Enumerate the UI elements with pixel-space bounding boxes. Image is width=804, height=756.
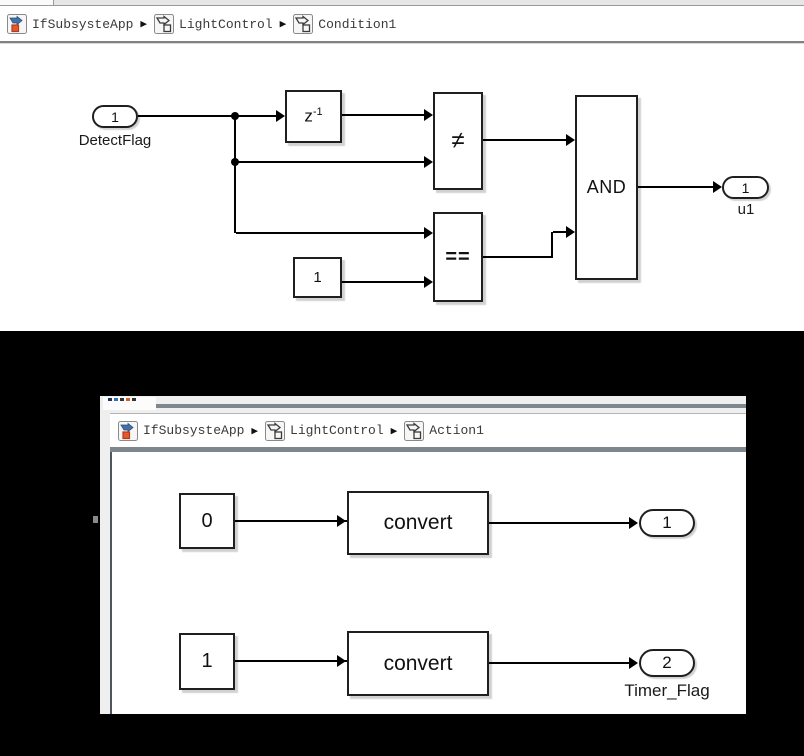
signal-wire[interactable] [234,116,236,162]
wire-arrowhead-icon [566,134,575,146]
data-type-conversion-block[interactable]: convert [347,631,489,696]
signal-wire[interactable] [236,161,424,163]
wire-arrowhead-icon [713,181,722,193]
wire-arrowhead-icon [566,226,575,238]
breadcrumb: IfSubsysteApp ▶ LightControl ▶ Action1 [110,413,746,447]
signal-wire[interactable] [483,256,553,258]
breadcrumb-item-label: IfSubsysteApp [143,423,245,438]
outport-block[interactable]: 1 [639,509,695,537]
active-tab-sliver[interactable] [0,0,54,5]
wire-arrowhead-icon [424,109,433,121]
action1-canvas: 0 convert 1 1 convert 2 [110,452,746,714]
outport-number: 1 [741,179,750,196]
breadcrumb-item-ifsubsysteapp[interactable]: IfSubsysteApp [118,420,245,441]
outport-number: 1 [662,513,672,532]
outport-label: u1 [737,201,755,218]
tab-glyph-fragment [114,398,118,401]
condition1-subsystem-view: IfSubsysteApp ▶ LightControl ▶ Condition… [0,0,804,331]
subsystem-icon [293,14,314,34]
signal-wire[interactable] [553,231,566,233]
inport-block[interactable]: 1 [92,105,138,128]
convert-label: convert [383,651,453,675]
breadcrumb-item-lightcontrol[interactable]: LightControl [265,420,384,441]
subsystem-icon [265,420,286,441]
wire-arrowhead-icon [629,657,638,669]
wire-arrowhead-icon [276,110,285,122]
breadcrumb-item-label: IfSubsysteApp [32,16,134,32]
signal-wire[interactable] [236,232,424,234]
inport-label: DetectFlag [78,132,152,149]
action1-window: IfSubsysteApp ▶ LightControl ▶ Action1 [93,396,746,714]
pane-border [156,404,746,408]
tab-glyph-fragment [126,398,130,401]
tab-glyph-fragment [108,398,112,401]
signal-wire[interactable] [138,115,277,117]
unit-delay-block[interactable]: z-1 [285,90,342,143]
data-type-conversion-block[interactable]: convert [347,491,489,555]
equal-block[interactable]: == [433,212,483,302]
not-equal-block[interactable]: ≠ [433,92,483,190]
screen-artifact [93,516,98,523]
breadcrumb-item-label: Condition1 [318,16,397,32]
model-icon [118,420,138,441]
and-label: AND [586,177,627,197]
wire-arrowhead-icon [424,156,433,168]
tab-strip-sliver [0,0,804,6]
outport-block[interactable]: 2 [639,649,695,677]
breadcrumb-item-label: LightControl [179,16,273,32]
breadcrumb-item-label: LightControl [290,423,384,438]
not-equal-symbol: ≠ [451,127,465,154]
wire-arrowhead-icon [629,517,638,529]
breadcrumb-item-condition1[interactable]: Condition1 [293,14,396,34]
wire-arrowhead-icon [337,515,346,527]
breadcrumb-separator-icon: ▶ [390,425,398,438]
and-block[interactable]: AND [575,95,638,280]
pane-border [110,447,746,452]
breadcrumb-item-action1[interactable]: Action1 [404,420,484,441]
signal-wire[interactable] [483,139,566,141]
constant-block[interactable]: 0 [179,493,235,549]
signal-wire[interactable] [235,660,348,662]
constant-block[interactable]: 1 [179,633,235,690]
model-icon [7,14,27,34]
window-tab-clipped[interactable] [103,397,156,410]
wire-arrowhead-icon [424,227,433,239]
constant-value: 0 [201,509,213,532]
unit-delay-text: z-1 [304,106,323,126]
equal-symbol: == [445,245,471,268]
breadcrumb-separator-icon: ▶ [251,425,259,438]
signal-wire[interactable] [489,522,630,524]
signal-wire[interactable] [342,281,424,283]
constant-value: 1 [313,269,322,286]
signal-wire[interactable] [342,114,424,116]
desktop-background: IfSubsysteApp ▶ LightControl ▶ Action1 [0,331,804,756]
subsystem-icon [154,14,175,34]
outport-label: Timer_Flag [624,681,710,700]
signal-wire[interactable] [234,162,236,233]
wire-arrowhead-icon [424,276,433,288]
subsystem-icon [404,420,425,441]
breadcrumb-border-shadow [0,43,804,44]
signal-wire[interactable] [638,186,713,188]
inport-number: 1 [111,108,119,125]
signal-wire[interactable] [489,662,630,664]
breadcrumb-item-ifsubsysteapp[interactable]: IfSubsysteApp [7,14,133,34]
breadcrumb-border [0,41,804,43]
signal-wire[interactable] [235,520,348,522]
breadcrumb-separator-icon: ▶ [140,19,148,31]
constant-block[interactable]: 1 [293,257,342,298]
tab-glyph-fragment [120,398,124,401]
outport-number: 2 [662,653,672,672]
convert-label: convert [383,511,453,534]
wire-arrowhead-icon [337,655,346,667]
breadcrumb-item-lightcontrol[interactable]: LightControl [154,14,273,34]
breadcrumb-item-label: Action1 [429,423,484,438]
constant-value: 1 [201,650,213,672]
outport-block[interactable]: 1 [722,176,769,199]
tab-glyph-fragment [132,398,136,401]
breadcrumb-separator-icon: ▶ [279,19,287,31]
breadcrumb: IfSubsysteApp ▶ LightControl ▶ Condition… [0,7,804,41]
signal-wire[interactable] [551,232,553,258]
